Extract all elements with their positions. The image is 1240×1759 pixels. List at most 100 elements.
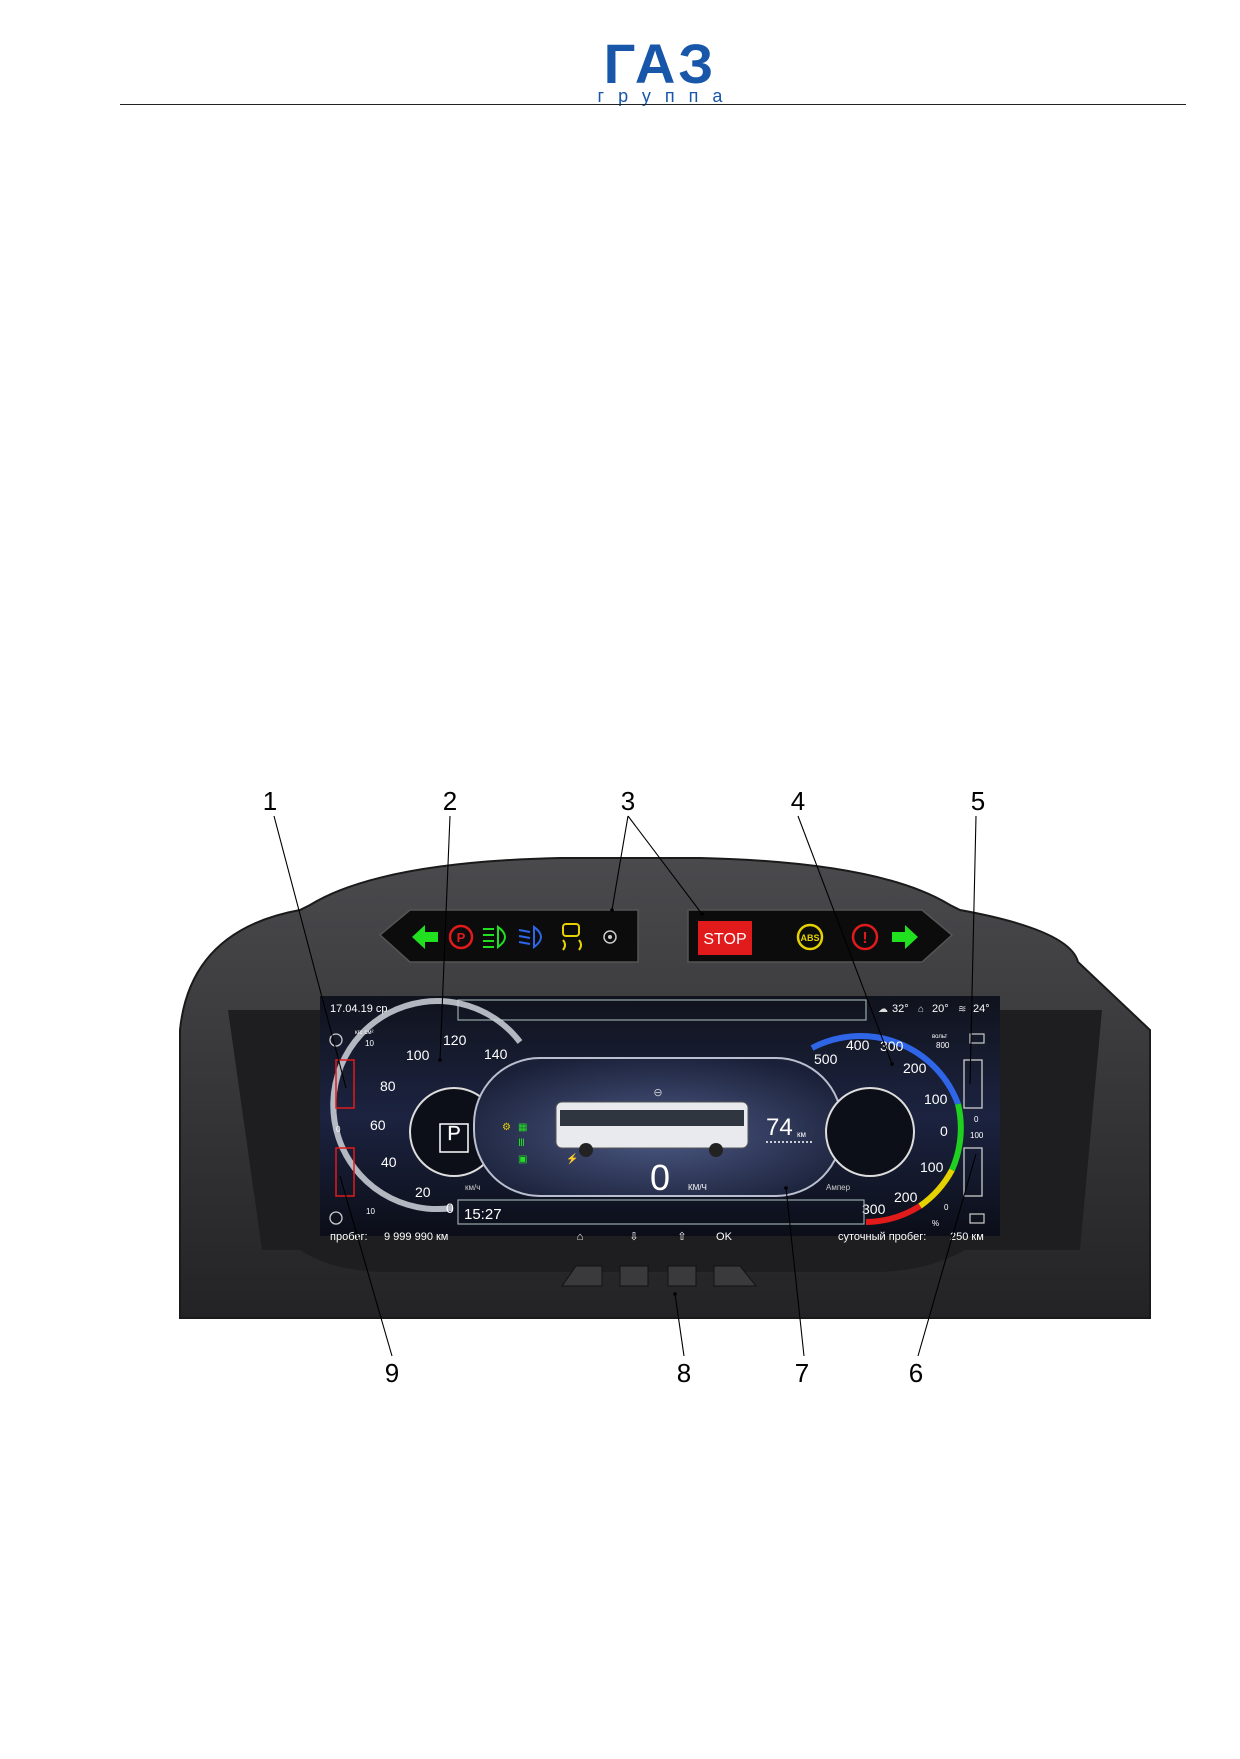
ammeter-arc-yellow bbox=[918, 1168, 955, 1209]
battery-icon bbox=[969, 1213, 985, 1224]
nav-down-label: ⇩ bbox=[629, 1231, 638, 1243]
svg-text:⚡: ⚡ bbox=[566, 1152, 578, 1165]
abs-label: ABS bbox=[800, 933, 819, 943]
amp-tick: 400 bbox=[846, 1037, 870, 1053]
charge-bottom: 0 bbox=[944, 1203, 949, 1212]
logo-name: ГАЗ bbox=[603, 32, 717, 95]
skid-icon bbox=[562, 923, 582, 951]
low-beam-icon bbox=[518, 925, 542, 949]
trip-label: суточный пробег: bbox=[838, 1231, 926, 1243]
indicator-panel-right bbox=[687, 909, 954, 963]
callout-2: 2 bbox=[443, 786, 457, 816]
right-turn-arrow-icon bbox=[892, 925, 918, 949]
nav-home-label: ⌂ bbox=[577, 1231, 584, 1243]
charge-percent: % bbox=[932, 1219, 939, 1228]
callout-dots bbox=[438, 908, 894, 1296]
pressure-bar-upper bbox=[335, 1059, 355, 1109]
charge-bar bbox=[963, 1147, 983, 1197]
amp-tick: 200 bbox=[894, 1189, 918, 1205]
down-button[interactable] bbox=[619, 1265, 649, 1287]
pressure-mid: 0 bbox=[336, 1125, 341, 1134]
speed-tick: 120 bbox=[443, 1032, 467, 1048]
amp-tick: 200 bbox=[903, 1060, 927, 1076]
speed-tick: 60 bbox=[370, 1117, 386, 1133]
center-speed: 0 bbox=[650, 1157, 670, 1198]
callout-lines bbox=[273, 815, 977, 1357]
svg-text:▦: ▦ bbox=[518, 1122, 527, 1133]
speedometer-arc bbox=[330, 998, 523, 1213]
cabin-temp-icon: ⌂ bbox=[918, 1004, 924, 1015]
dot-icon bbox=[603, 930, 617, 944]
voltage-scale: вольт 800 0 100 0 % bbox=[932, 1034, 984, 1228]
voltage-bar bbox=[963, 1059, 983, 1109]
abs-icon: ABS bbox=[796, 923, 824, 951]
range-unit: км bbox=[797, 1130, 806, 1139]
svg-text:▣: ▣ bbox=[518, 1154, 527, 1165]
gear-indicator: P bbox=[447, 1123, 460, 1145]
cabin-temp: 20° bbox=[932, 1003, 949, 1015]
speed-tick: 80 bbox=[380, 1078, 396, 1094]
high-beam-icon bbox=[483, 925, 506, 949]
amp-tick: 300 bbox=[862, 1201, 886, 1217]
stop-label: STOP bbox=[703, 931, 746, 948]
trip-value: 250 км bbox=[950, 1231, 984, 1243]
up-button[interactable] bbox=[667, 1265, 697, 1287]
nav-up-label: ⇧ bbox=[677, 1231, 686, 1243]
message-bar bbox=[457, 999, 867, 1021]
voltage-unit: вольт bbox=[932, 1034, 947, 1040]
pressure-scale: кгс см² 10 0 10 bbox=[336, 1030, 375, 1216]
speed-unit: км/ч bbox=[465, 1183, 480, 1192]
callout-5: 5 bbox=[971, 786, 985, 816]
clock: 15:27 bbox=[464, 1206, 502, 1223]
pressure-bar-lower bbox=[335, 1147, 355, 1197]
amp-tick: 500 bbox=[814, 1051, 838, 1067]
pressure-bottom: 10 bbox=[366, 1207, 375, 1216]
ammeter-arc-red bbox=[865, 1203, 922, 1225]
svg-text:⚙: ⚙ bbox=[502, 1122, 511, 1133]
svg-text:P: P bbox=[457, 930, 466, 945]
pressure-unit: кгс см² bbox=[355, 1030, 373, 1036]
nav-ok-label: OK bbox=[716, 1231, 733, 1243]
parking-brake-icon: P bbox=[448, 924, 474, 950]
center-top-icon: ⊖ bbox=[653, 1087, 662, 1099]
ammeter-arc-green bbox=[949, 1103, 964, 1172]
callout-9: 9 bbox=[385, 1358, 399, 1388]
gaz-group-logo: ГАЗ группа bbox=[580, 32, 740, 107]
speed-tick: 100 bbox=[406, 1047, 430, 1063]
left-turn-arrow-icon bbox=[412, 925, 438, 949]
battery-temp: 24° bbox=[973, 1003, 990, 1015]
svg-text:!: ! bbox=[862, 930, 867, 947]
status-icons: ⚙ ▦ Ⅲ ▣ ⚡ bbox=[502, 1122, 578, 1165]
callout-4: 4 bbox=[791, 786, 805, 816]
ammeter-dial bbox=[825, 1087, 915, 1177]
pressure-top: 10 bbox=[365, 1039, 374, 1048]
speed-tick: 40 bbox=[381, 1154, 397, 1170]
stop-icon bbox=[698, 921, 752, 955]
voltage-mid: 0 bbox=[974, 1115, 979, 1124]
logo-subtitle: группа bbox=[597, 86, 737, 106]
center-speed-unit: КМ/Ч bbox=[688, 1183, 707, 1192]
ok-button[interactable] bbox=[713, 1265, 758, 1287]
header-rule bbox=[120, 104, 1186, 105]
home-button[interactable] bbox=[561, 1265, 603, 1287]
amp-tick: 100 bbox=[920, 1159, 944, 1175]
brake-warning-icon: ! bbox=[851, 923, 879, 951]
outside-temp-icon: ☁ bbox=[878, 1004, 888, 1015]
pressure-icons bbox=[329, 1033, 343, 1225]
callout-6: 6 bbox=[909, 1358, 923, 1388]
amp-tick: 300 bbox=[880, 1038, 904, 1054]
speedometer-ticks: 20 40 60 80 100 120 140 0 bbox=[370, 1032, 508, 1216]
ammeter-arc-blue bbox=[810, 1033, 961, 1106]
battery-temp-icon: ≋ bbox=[958, 1004, 966, 1015]
callout-8: 8 bbox=[677, 1358, 691, 1388]
amp-zero: 0 bbox=[940, 1123, 948, 1139]
outside-temp: 32° bbox=[892, 1003, 909, 1015]
range-value: 74 bbox=[766, 1114, 793, 1141]
odometer-label: пробег: bbox=[330, 1231, 368, 1243]
callout-3: 3 bbox=[621, 786, 635, 816]
speed-tick: 140 bbox=[484, 1046, 508, 1062]
callout-numbers: 1 2 3 4 5 6 7 8 9 bbox=[263, 786, 985, 1388]
odometer-value: 9 999 990 км bbox=[384, 1231, 448, 1243]
